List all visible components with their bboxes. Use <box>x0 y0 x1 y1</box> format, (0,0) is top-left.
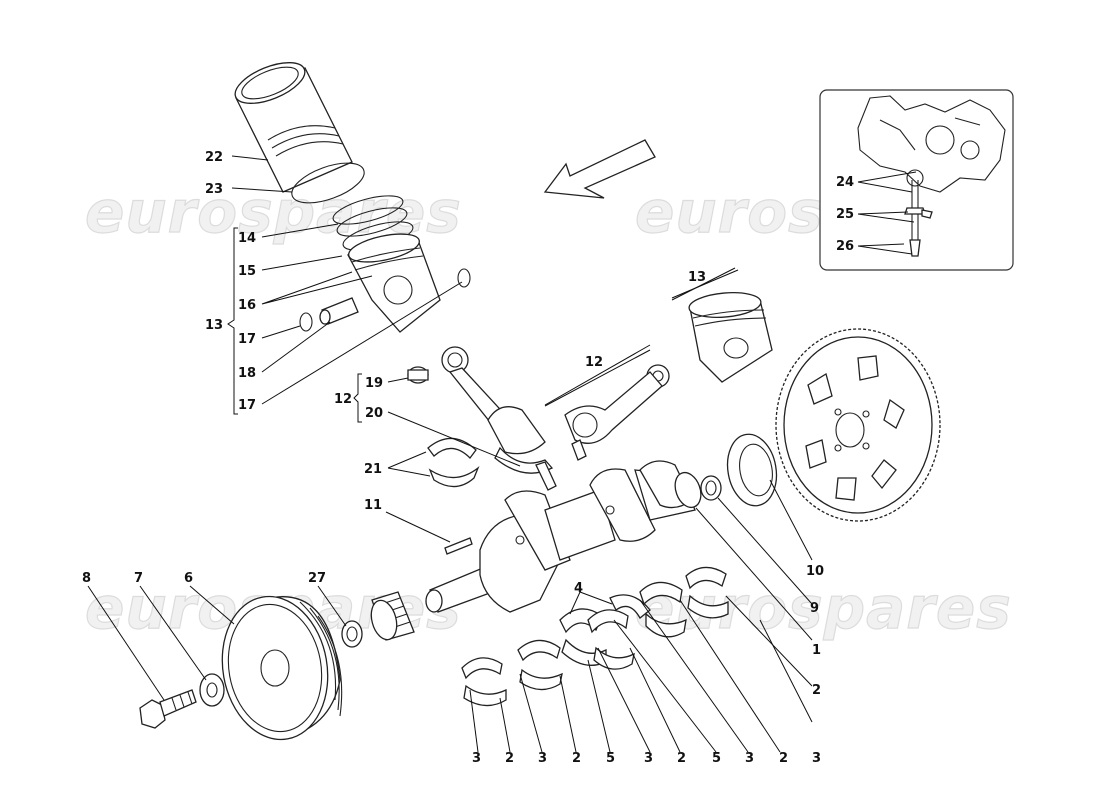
leader-lines <box>87 155 917 753</box>
piston-pin <box>319 297 359 325</box>
callout-9: 9 <box>810 601 819 616</box>
piston-right <box>688 291 773 383</box>
callout-10: 10 <box>806 564 824 579</box>
callout-1: 1 <box>812 643 821 658</box>
rear-bushing <box>700 475 722 501</box>
callout-3-b: 3 <box>538 751 547 766</box>
direction-arrow-icon <box>543 139 656 199</box>
callout-17-lower: 17 <box>238 398 256 413</box>
inset-detail <box>819 89 1014 271</box>
crank-pulley <box>221 595 343 741</box>
callout-22: 22 <box>205 150 223 165</box>
callout-11: 11 <box>364 498 382 513</box>
callout-27: 27 <box>308 571 326 586</box>
callout-8: 8 <box>82 571 91 586</box>
callout-5-a: 5 <box>606 751 615 766</box>
callout-14: 14 <box>238 231 256 246</box>
woodruff-key <box>444 537 473 555</box>
callout-2-d: 2 <box>779 751 788 766</box>
callout-13-left: 13 <box>205 318 223 333</box>
callout-5-b: 5 <box>712 751 721 766</box>
callout-23: 23 <box>205 182 223 197</box>
callout-24: 24 <box>836 175 854 190</box>
connecting-rod-right <box>564 364 670 461</box>
crank-timing-gear <box>370 591 415 641</box>
callout-16: 16 <box>238 298 256 313</box>
callout-6: 6 <box>184 571 193 586</box>
callout-20: 20 <box>365 406 383 421</box>
callout-19: 19 <box>365 376 383 391</box>
callout-4: 4 <box>574 581 583 596</box>
callout-25: 25 <box>836 207 854 222</box>
callout-15: 15 <box>238 264 256 279</box>
crank-spacer <box>341 620 363 648</box>
callout-18: 18 <box>238 366 256 381</box>
callout-7: 7 <box>134 571 143 586</box>
callout-2-c: 2 <box>677 751 686 766</box>
liner-seal-ring <box>291 162 365 204</box>
cylinder-liner <box>234 62 353 193</box>
callout-17-upper: 17 <box>238 332 256 347</box>
callout-3-e: 3 <box>812 751 821 766</box>
callout-21: 21 <box>364 462 382 477</box>
main-bearing-shells <box>461 566 729 707</box>
circlip-left <box>299 312 313 332</box>
rear-oil-seal <box>726 433 778 507</box>
crankshaft <box>425 460 702 613</box>
callout-3-d: 3 <box>745 751 754 766</box>
callout-labels: 22 23 14 15 16 13 17 18 17 19 12 20 21 1… <box>82 150 854 766</box>
group-brackets <box>227 227 739 423</box>
callout-3-a: 3 <box>472 751 481 766</box>
callout-2-b: 2 <box>572 751 581 766</box>
flywheel <box>775 328 941 522</box>
callout-3-c: 3 <box>644 751 653 766</box>
circlip-right <box>457 268 471 288</box>
callout-12-left: 12 <box>334 392 352 407</box>
callout-2-right: 2 <box>812 683 821 698</box>
pulley-bolt <box>139 689 197 729</box>
connecting-rod-left <box>407 346 557 491</box>
watermark-1: eurospares <box>85 178 462 246</box>
callout-26: 26 <box>836 239 854 254</box>
callout-12-right: 12 <box>585 355 603 370</box>
callout-13-right: 13 <box>688 270 706 285</box>
callout-2-a: 2 <box>505 751 514 766</box>
pulley-washer <box>199 673 225 707</box>
